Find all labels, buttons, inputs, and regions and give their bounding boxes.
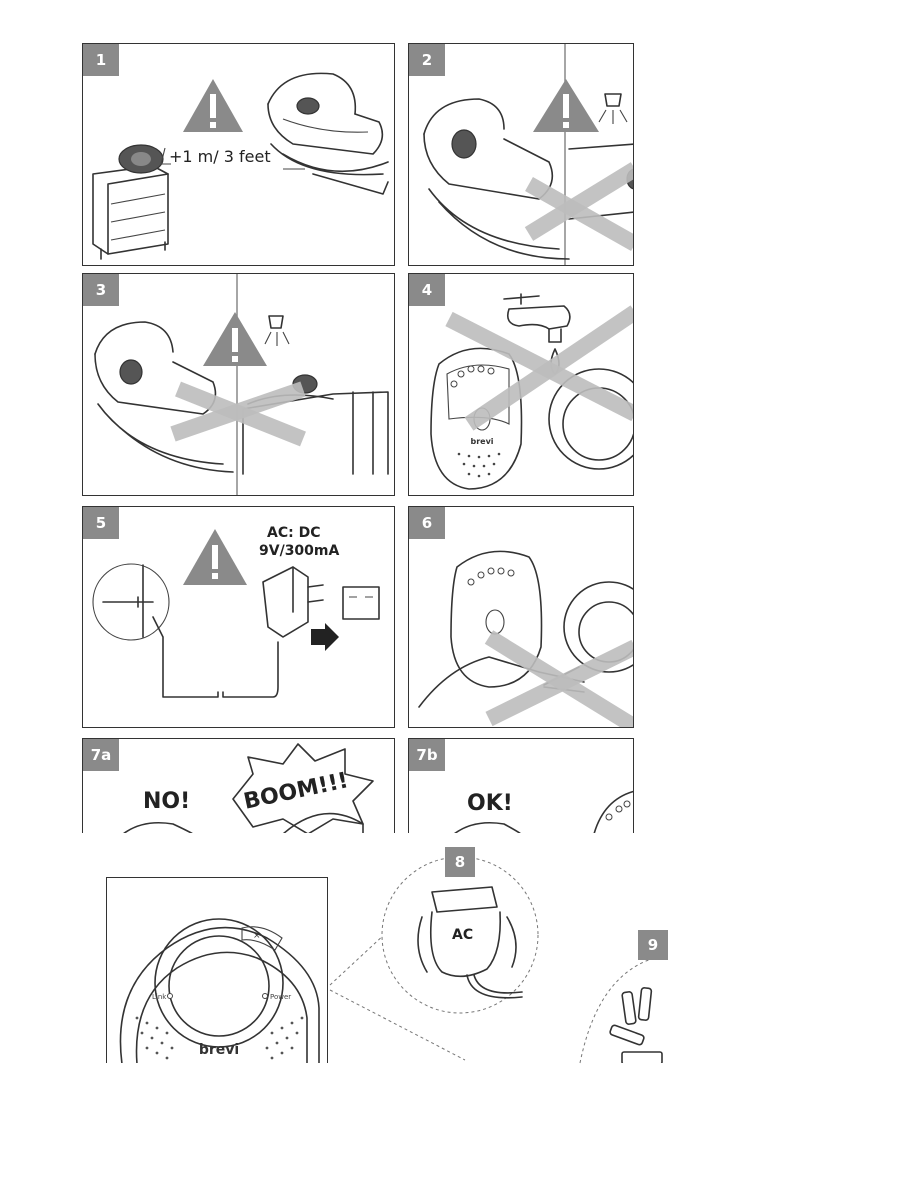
brand-logo: brevi (470, 437, 493, 446)
panel-5: 5 AC: DC 9V/300mA (82, 506, 395, 728)
panel-number: 4 (409, 274, 445, 306)
panel-number: 9 (638, 930, 668, 960)
panel-6-illustration (418, 550, 633, 727)
power-spec-line2: 9V/300mA (259, 543, 340, 559)
baby-unit-frame: × Link Power brevi (106, 877, 328, 1063)
warning-icon (203, 312, 267, 366)
panel-number: 7a (83, 739, 119, 771)
panel-number: 2 (409, 44, 445, 76)
step-8-illustration (417, 886, 523, 999)
adapter-label: AC (452, 927, 474, 943)
panel-6: 6 (408, 506, 634, 728)
panel-7a-illustration (123, 743, 374, 833)
warning-icon (183, 79, 243, 132)
panel-5-illustration (92, 529, 380, 698)
baby-unit-illustration: × Link Power brevi (119, 918, 320, 1063)
dresser (92, 165, 169, 260)
panel-7b: 7b OK! (408, 738, 634, 833)
panel-7b-illustration (454, 790, 633, 833)
plug-icon (262, 566, 324, 638)
bassinet (423, 98, 570, 260)
panel-number: 1 (83, 44, 119, 76)
panel-3: 3 (82, 273, 395, 496)
panel-4: 4 brevi (408, 273, 634, 496)
step-9-callout: 9 (580, 930, 668, 1063)
parent-unit (450, 550, 543, 688)
step-8-callout: 8 AC (382, 847, 542, 1017)
battery-icon (609, 987, 663, 1063)
power-spec-line1: AC: DC (267, 525, 321, 541)
panel-1-illustration (92, 72, 389, 260)
panel-2-illustration (423, 44, 633, 265)
bassinet (267, 72, 389, 195)
panel-number: 3 (83, 274, 119, 306)
no-text: NO! (143, 789, 191, 814)
panel-number: 7b (409, 739, 445, 771)
distance-label: +1 m/ 3 feet (169, 147, 271, 166)
warning-icon (183, 529, 247, 585)
power-label: Power (270, 993, 291, 1001)
bassinet (94, 321, 234, 473)
lamp-icon (264, 315, 290, 346)
svg-text:×: × (253, 931, 261, 941)
panel-4-illustration: brevi (430, 293, 633, 490)
lamp-icon (598, 93, 628, 124)
panel-number: 8 (445, 847, 475, 877)
link-label: Link (152, 993, 167, 1001)
panel-7a: 7a NO! BOOM!!! (82, 738, 395, 833)
panel-2: 2 (408, 43, 634, 266)
brand-logo: brevi (199, 1042, 239, 1058)
ok-text: OK! (467, 791, 513, 816)
arrow-right-icon (311, 623, 339, 651)
step-9-illustration (609, 987, 663, 1063)
panel-number: 6 (409, 507, 445, 539)
warning-icon (533, 79, 599, 132)
panel-number: 5 (83, 507, 119, 539)
panel-3-illustration (94, 274, 389, 495)
panel-1: 1 +1 m/ 3 feet (82, 43, 395, 266)
